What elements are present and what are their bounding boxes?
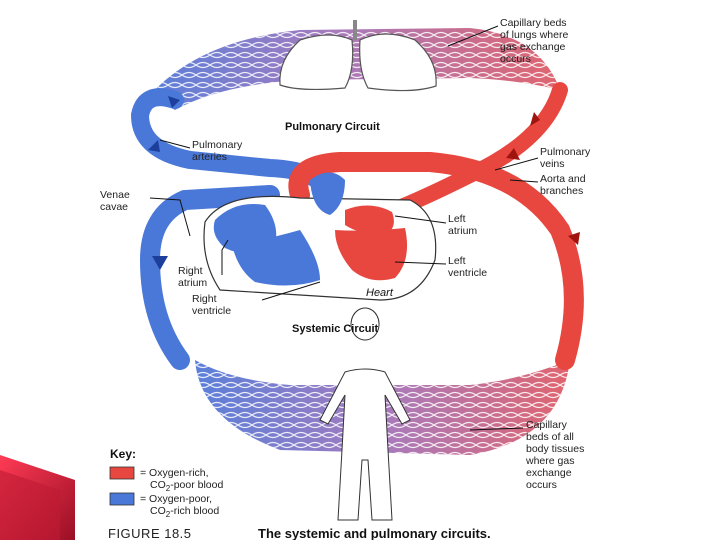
aorta-vessel xyxy=(288,152,584,370)
pulmonary-arteries-line-1: Pulmonary xyxy=(192,139,243,151)
key-title: Key: xyxy=(110,447,136,461)
aorta-line-2: branches xyxy=(540,185,583,197)
oxygen-poor-line-1: = Oxygen-poor, xyxy=(140,493,212,505)
pulmonary-veins-line-1: Pulmonary xyxy=(540,146,591,158)
leader-lines xyxy=(149,25,539,431)
label-right-ventricle: Right ventricle xyxy=(192,293,231,317)
pulmonary-circuit-title: Pulmonary Circuit xyxy=(285,121,380,133)
body-capillaries-line-5: exchange xyxy=(526,467,572,479)
label-left-ventricle: Left ventricle xyxy=(448,255,487,279)
label-lung-capillaries: Capillary beds of lungs where gas exchan… xyxy=(500,17,568,65)
label-venae-cavae: Venae cavae xyxy=(100,189,130,213)
pulmonary-arteries-line-2: arteries xyxy=(192,151,227,163)
left-ventricle-line-1: Left xyxy=(448,255,466,267)
lungs-illustration xyxy=(279,20,437,92)
label-pulmonary-veins: Pulmonary veins xyxy=(540,146,591,170)
left-atrium-line-1: Left xyxy=(448,213,466,225)
venae-cavae-line-2: cavae xyxy=(100,201,128,213)
body-capillaries-line-1: Capillary xyxy=(526,419,568,431)
oxygen-poor-swatch xyxy=(109,492,135,506)
body-capillaries-line-4: where gas xyxy=(525,455,574,467)
lung-capillaries-line-1: Capillary beds xyxy=(500,17,567,29)
right-atrium-line-1: Right xyxy=(178,265,203,277)
heart-label: Heart xyxy=(366,287,394,299)
body-capillaries-line-3: body tissues xyxy=(526,443,584,455)
pulmonary-veins-line-2: veins xyxy=(540,158,565,170)
right-ventricle-line-2: ventricle xyxy=(192,305,231,317)
label-body-capillaries: Capillary beds of all body tissues where… xyxy=(525,419,584,491)
aorta-line-1: Aorta and xyxy=(540,173,586,185)
flow-arrows-red xyxy=(506,112,580,245)
oxygen-poor-line-2: CO2-rich blood xyxy=(150,505,219,519)
label-aorta: Aorta and branches xyxy=(540,173,586,197)
legend-key: Key: = Oxygen-rich, CO2-poor blood = Oxy… xyxy=(109,447,223,519)
systemic-circuit-title: Systemic Circuit xyxy=(292,323,379,335)
label-pulmonary-arteries: Pulmonary arteries xyxy=(192,139,243,163)
right-ventricle-line-1: Right xyxy=(192,293,217,305)
lung-capillary-bed xyxy=(150,28,560,110)
lung-capillaries-line-2: of lungs where xyxy=(500,29,568,41)
oxygen-rich-line-2: CO2-poor blood xyxy=(150,479,223,493)
lung-capillaries-line-3: gas exchange xyxy=(500,41,566,53)
label-left-atrium: Left atrium xyxy=(448,213,477,237)
figure-number: FIGURE 18.5 xyxy=(108,526,192,540)
body-capillaries-line-2: beds of all xyxy=(526,431,574,443)
left-atrium-line-2: atrium xyxy=(448,225,477,237)
venae-cavae-vessel xyxy=(139,185,280,370)
human-body-silhouette xyxy=(319,307,411,521)
flow-arrows xyxy=(148,96,180,270)
venae-cavae-line-1: Venae xyxy=(100,189,130,201)
left-ventricle-line-2: ventricle xyxy=(448,267,487,279)
right-atrium-line-2: atrium xyxy=(178,277,207,289)
slide-accent xyxy=(0,455,75,540)
figure-caption: The systemic and pulmonary circuits. xyxy=(258,526,491,540)
lung-capillaries-line-4: occurs xyxy=(500,53,531,65)
oxygen-rich-line-1: = Oxygen-rich, xyxy=(140,467,209,479)
oxygen-rich-swatch xyxy=(109,466,135,480)
heart-illustration xyxy=(203,172,437,301)
body-capillaries-line-6: occurs xyxy=(526,479,557,491)
label-right-atrium: Right atrium xyxy=(178,265,207,289)
